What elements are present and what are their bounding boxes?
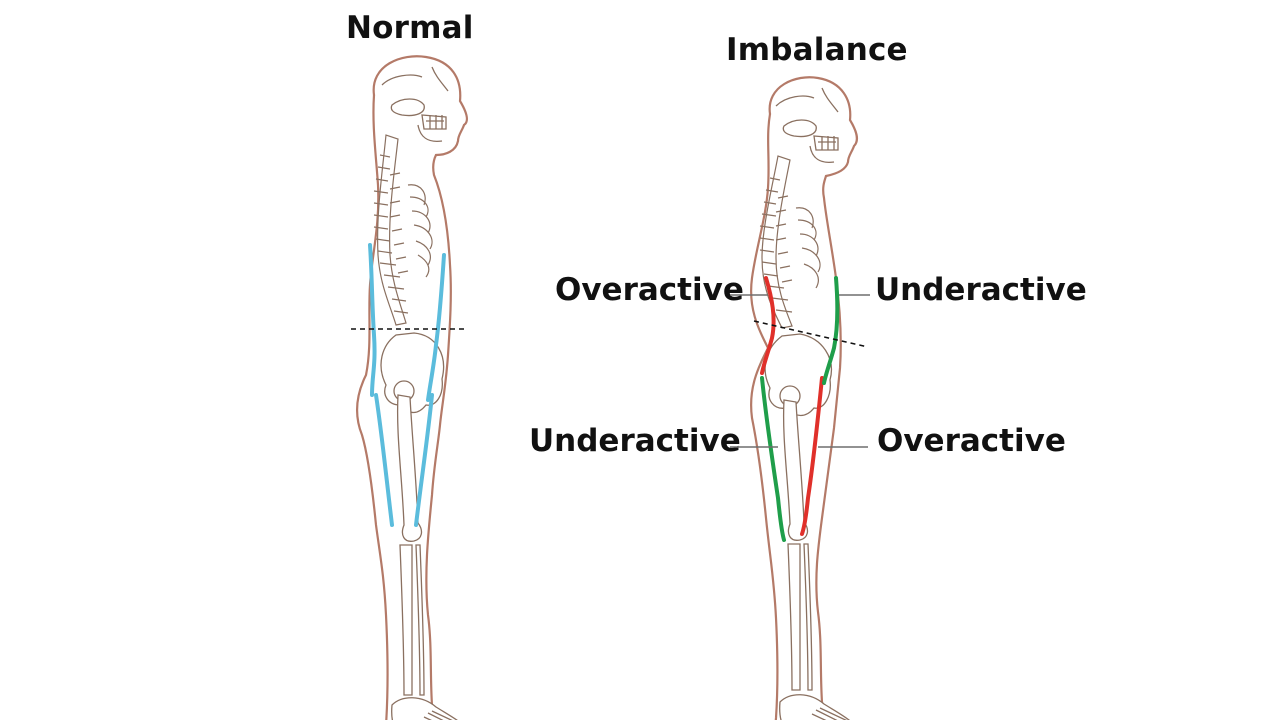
label-overactive-hip-flexors: Overactive	[877, 423, 1066, 459]
imbalance-pelvis-tilt-line	[753, 320, 869, 348]
normal-skeleton-figure	[355, 55, 469, 720]
label-underactive-glutes-hamstrings: Underactive	[529, 423, 741, 459]
label-overactive-lower-back: Overactive	[555, 272, 744, 308]
label-underactive-abdominals: Underactive	[875, 272, 1087, 308]
imbalance-figure-title: Imbalance	[726, 32, 908, 68]
imbalance-skeleton-figure	[750, 76, 859, 720]
normal-figure-title: Normal	[346, 10, 474, 46]
